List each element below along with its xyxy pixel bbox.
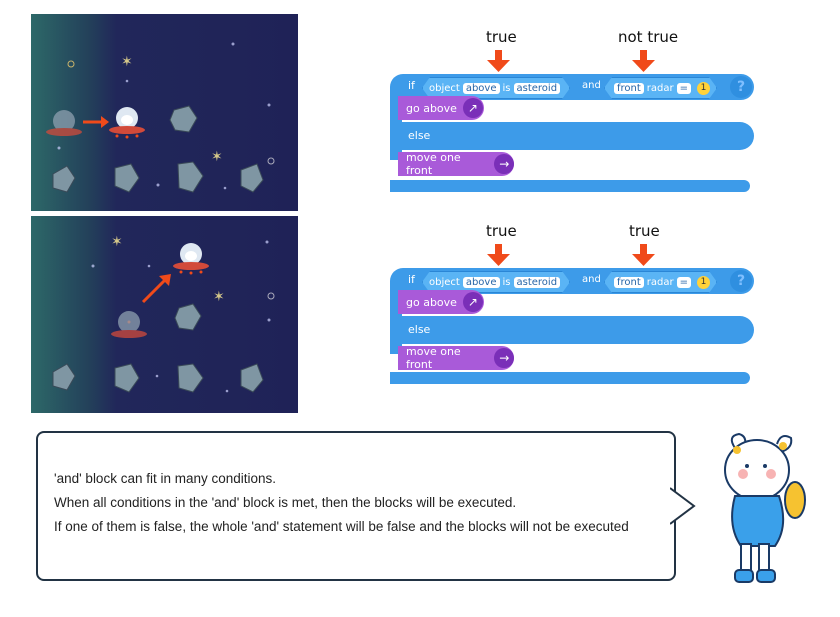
operator-dropdown[interactable]: = — [677, 83, 691, 94]
callout-tail — [670, 487, 696, 525]
ship — [109, 107, 145, 139]
value-input[interactable]: 1 — [697, 276, 710, 289]
move-one-front-block[interactable]: move one front → — [398, 151, 514, 177]
space-scene: ✶ ✶ — [52, 234, 275, 393]
explanation-callout: 'and' block can fit in many conditions. … — [36, 431, 676, 581]
if-block[interactable]: if object above is asteroid and front ra… — [390, 74, 754, 100]
operator-dropdown[interactable]: = — [677, 277, 691, 288]
direction-dropdown[interactable]: above — [463, 83, 500, 94]
target-dropdown[interactable]: asteroid — [514, 277, 561, 288]
diagonal-arrow-icon: ↗ — [462, 292, 483, 312]
object-condition-block[interactable]: object above is asteroid — [422, 271, 570, 293]
mascot-character — [724, 432, 806, 583]
callout-line-2: When all conditions in the 'and' block i… — [54, 495, 517, 510]
direction-dropdown[interactable]: front — [614, 277, 644, 288]
radar-condition-block[interactable]: front radar = 1 — [604, 77, 717, 99]
else-block: else — [390, 122, 754, 150]
go-above-block[interactable]: go above ↗ — [398, 96, 484, 120]
indicator-arrows — [487, 50, 655, 72]
radar-condition-block[interactable]: front radar = 1 — [604, 271, 717, 293]
svg-text:✶: ✶ — [213, 289, 225, 305]
callout-line-3: If one of them is false, the whole 'and'… — [54, 519, 629, 534]
condition-label-right: true — [629, 222, 660, 240]
callout-line-1: 'and' block can fit in many conditions. — [54, 471, 277, 486]
object-condition-block[interactable]: object above is asteroid — [422, 77, 570, 99]
move-arrow — [83, 116, 109, 128]
direction-dropdown[interactable]: above — [463, 277, 500, 288]
ship-ghost — [111, 311, 147, 338]
condition-label-left: true — [486, 222, 517, 240]
game-panel-after: ✶ ✶ — [31, 216, 298, 413]
if-block[interactable]: if object above is asteroid and front ra… — [390, 268, 754, 294]
ship-ghost — [46, 110, 82, 136]
condition-label-left: true — [486, 28, 517, 46]
target-dropdown[interactable]: asteroid — [514, 83, 561, 94]
condition-label-right: not true — [618, 28, 679, 46]
down-arrow-icon — [632, 50, 655, 72]
diagonal-arrow-icon: ↗ — [462, 98, 483, 118]
indicator-arrows — [487, 244, 655, 266]
right-arrow-icon: → — [494, 154, 514, 174]
svg-text:✶: ✶ — [211, 149, 223, 165]
svg-text:✶: ✶ — [121, 54, 133, 70]
and-keyword: and — [582, 274, 601, 285]
down-arrow-icon — [632, 244, 655, 266]
value-input[interactable]: 1 — [697, 82, 710, 95]
right-arrow-icon: → — [494, 348, 514, 368]
else-block: else — [390, 316, 754, 344]
code-example-1: true not true if object above is asteroi… — [386, 24, 758, 192]
code-example-2: true true if object above is asteroid an… — [386, 218, 758, 384]
space-scene: ✶ ✶ — [46, 42, 275, 193]
game-panel-before: ✶ ✶ — [31, 14, 298, 211]
direction-dropdown[interactable]: front — [614, 83, 644, 94]
go-above-block[interactable]: go above ↗ — [398, 290, 484, 314]
svg-text:✶: ✶ — [111, 234, 123, 250]
down-arrow-icon — [487, 50, 510, 72]
move-arrow — [141, 274, 171, 304]
move-one-front-block[interactable]: move one front → — [398, 345, 514, 371]
and-keyword: and — [582, 80, 601, 91]
down-arrow-icon — [487, 244, 510, 266]
ship — [173, 243, 209, 275]
help-icon[interactable]: ? — [730, 76, 752, 98]
help-icon[interactable]: ? — [730, 270, 752, 292]
